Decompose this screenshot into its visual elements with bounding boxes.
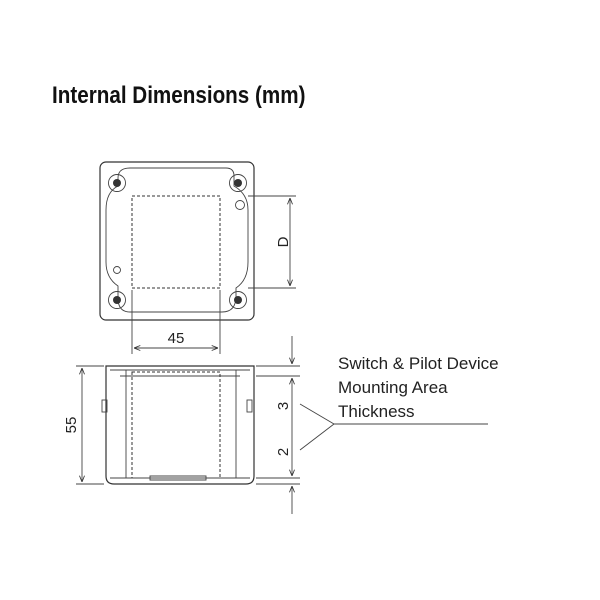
side-view	[101, 365, 255, 485]
enclosure-side-outer	[105, 365, 255, 485]
screw-hole-top-left	[108, 174, 126, 192]
depth-dimension: D	[248, 195, 296, 289]
mounting-area-side	[131, 371, 221, 479]
mounting-area-outline	[131, 195, 221, 289]
enclosure-outer-outline	[99, 161, 255, 321]
annotation-line-3: Thickness	[338, 402, 415, 421]
screw-hole-bottom-left	[108, 291, 126, 309]
annotation-line-1: Switch & Pilot Device	[338, 354, 499, 373]
depth-label: D	[275, 236, 292, 247]
height-dimension: 55	[63, 365, 104, 485]
screw-hole-bottom-right	[229, 291, 247, 309]
enclosure-inner-outline	[105, 167, 249, 313]
lower-thickness-label: 2	[275, 448, 292, 456]
annotation-leader	[299, 403, 488, 451]
small-hole-left	[113, 266, 121, 274]
annotation-line-2: Mounting Area	[338, 378, 448, 397]
width-dimension: 45	[131, 290, 221, 354]
small-hole-right	[235, 200, 245, 210]
width-label: 45	[168, 330, 185, 347]
annotation-text: Switch & Pilot Device Mounting Area Thic…	[338, 354, 499, 421]
clip-right	[246, 399, 253, 413]
page-title: Internal Dimensions (mm)	[52, 82, 306, 109]
screw-hole-top-right	[229, 174, 247, 192]
height-label: 55	[63, 417, 80, 434]
upper-thickness-label: 3	[275, 402, 292, 410]
top-view	[99, 161, 255, 321]
thickness-dimensions: 3 2	[256, 336, 300, 514]
clip-left	[101, 399, 108, 413]
